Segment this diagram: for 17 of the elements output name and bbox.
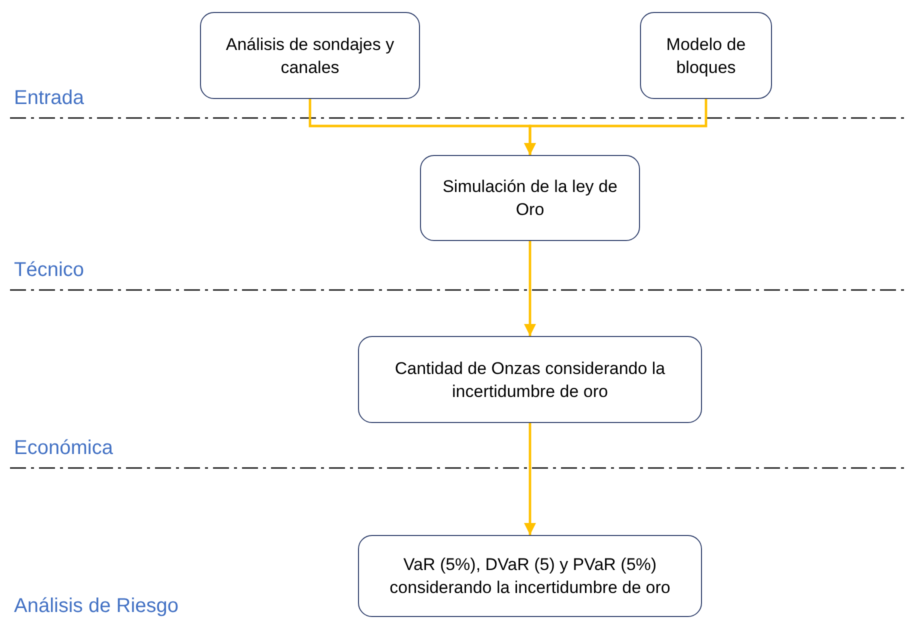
- box-text: Análisis de sondajes y canales: [224, 34, 396, 78]
- stage-label: Análisis de Riesgo: [14, 594, 179, 618]
- process-box: [420, 155, 640, 241]
- box-text: VaR (5%), DVaR (5) y PVaR (5%) considerando la incertidumbre de oro: [388, 554, 672, 599]
- process-box: [358, 336, 702, 423]
- arrow: [524, 241, 536, 336]
- arrow: [524, 423, 536, 535]
- process-box: [200, 12, 420, 99]
- box-text: Simulación de la ley de Oro: [442, 176, 618, 221]
- process-box: [358, 535, 702, 617]
- box-text: Cantidad de Onzas considerando la incertidumbre de oro: [394, 358, 666, 402]
- stage-label: Económica: [14, 436, 113, 460]
- process-box: [640, 12, 772, 99]
- arrow: [524, 99, 708, 155]
- stage-label: Técnico: [14, 258, 84, 282]
- box-text: Modelo de bloques: [665, 34, 747, 78]
- stage-label: Entrada: [14, 86, 84, 110]
